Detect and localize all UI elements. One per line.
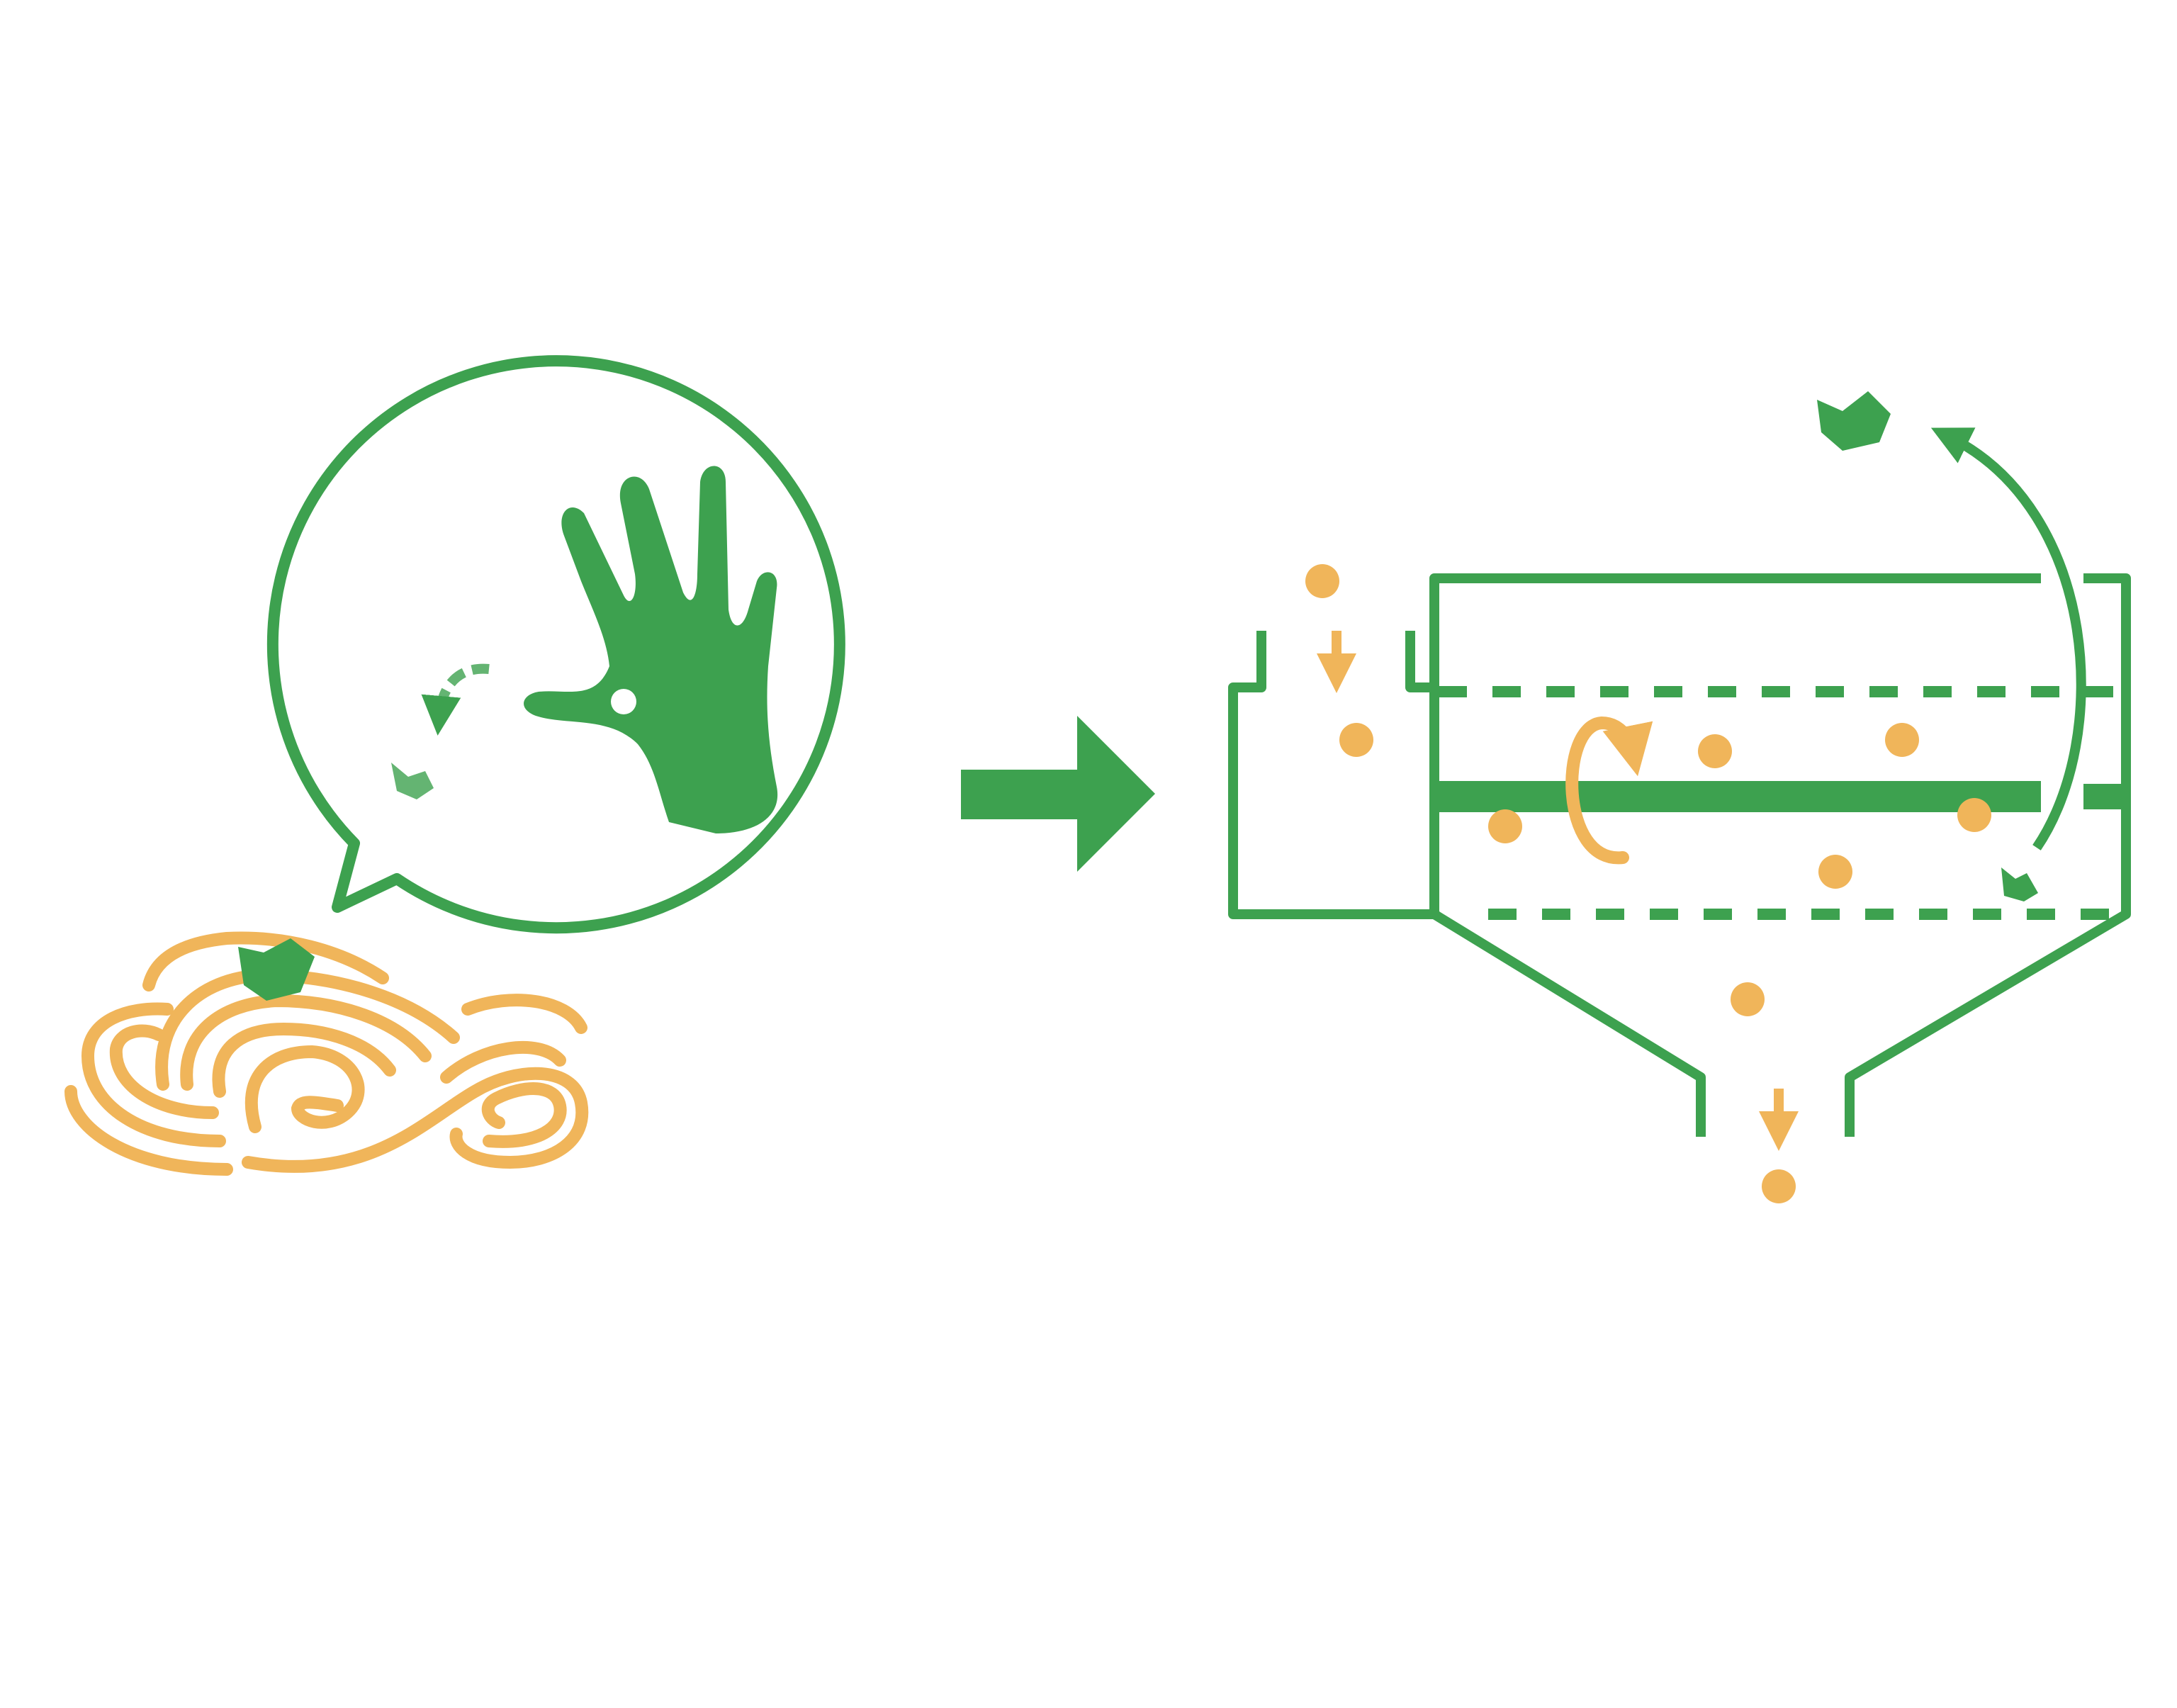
- rotation-arrow-icon: [1565, 716, 1653, 865]
- small-dashed-arrow: [421, 663, 490, 736]
- hand-icon: [524, 466, 778, 833]
- leaf-icon: [238, 938, 315, 1001]
- particles: [1305, 564, 1991, 1203]
- right-arrow-icon: [961, 716, 1155, 872]
- recycle-arc-arrow-icon: [1930, 427, 2086, 850]
- leaf-icon: [391, 763, 434, 799]
- speech-bubble: [266, 355, 845, 934]
- leaf-icon: [2001, 867, 2038, 901]
- pasta-spiral-icon: [64, 931, 589, 1176]
- leaf-icon: [1817, 391, 1891, 451]
- processing-machine-icon: [1228, 573, 2131, 1137]
